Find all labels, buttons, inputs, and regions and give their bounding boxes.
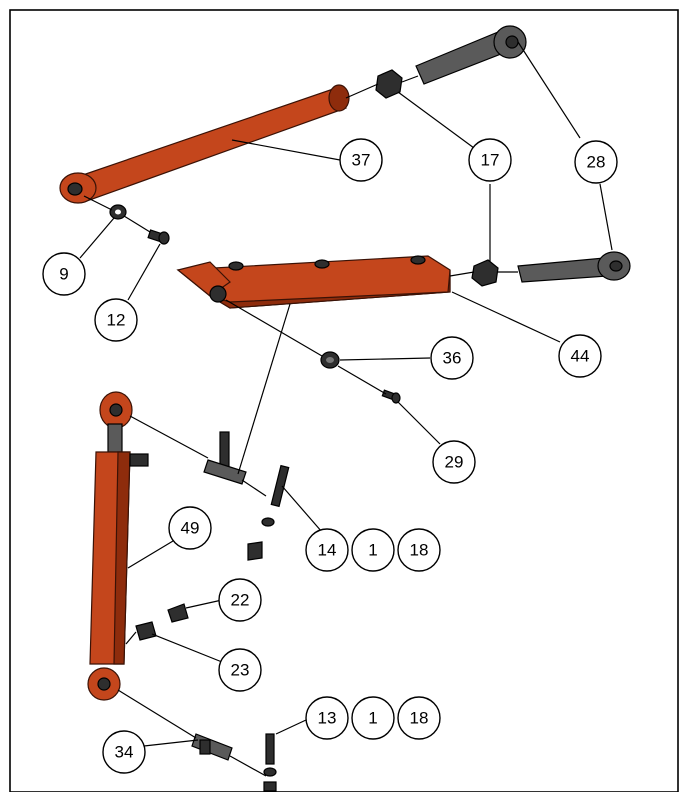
svg-text:36: 36	[443, 349, 462, 368]
callout-18-lower: 18	[397, 696, 441, 740]
svg-text:28: 28	[587, 153, 606, 172]
svg-text:1: 1	[368, 541, 377, 560]
callout-34: 34	[102, 730, 146, 774]
callout-1-lower: 1	[351, 696, 395, 740]
callout-49: 49	[168, 506, 212, 550]
svg-text:23: 23	[231, 661, 250, 680]
svg-text:34: 34	[115, 743, 134, 762]
callout-29: 29	[432, 440, 476, 484]
part-9-washer	[109, 204, 127, 220]
part-13-bolt	[263, 733, 277, 792]
part-12-bolt	[147, 229, 170, 245]
svg-text:29: 29	[445, 453, 464, 472]
part-37-top-link-tube	[59, 84, 350, 204]
part-36-washer	[320, 351, 340, 369]
part-34-clevis-pin	[191, 733, 233, 761]
callout-23: 23	[218, 648, 262, 692]
callout-37: 37	[339, 138, 383, 182]
svg-text:44: 44	[571, 347, 590, 366]
part-44-square-tube	[176, 255, 451, 309]
svg-text:12: 12	[107, 311, 126, 330]
callout-36: 36	[430, 336, 474, 380]
callout-13: 13	[305, 696, 349, 740]
svg-text:17: 17	[481, 151, 500, 170]
svg-text:9: 9	[59, 265, 68, 284]
callout-14: 14	[305, 528, 349, 572]
svg-text:37: 37	[352, 151, 371, 170]
callout-18-upper: 18	[397, 528, 441, 572]
svg-text:1: 1	[368, 709, 377, 728]
callout-44: 44	[558, 334, 602, 378]
part-29-bolt	[381, 389, 401, 404]
callout-17: 17	[468, 138, 512, 182]
part-17-nut-lower	[471, 259, 499, 287]
part-23-fitting	[135, 621, 157, 641]
svg-text:14: 14	[318, 541, 337, 560]
svg-text:13: 13	[318, 709, 337, 728]
leader-lines	[79, 41, 613, 777]
callout-22: 22	[218, 578, 262, 622]
part-17-nut-upper	[375, 69, 403, 99]
callout-12: 12	[94, 298, 138, 342]
svg-text:18: 18	[410, 541, 429, 560]
part-28-rod-end-upper	[415, 25, 527, 85]
svg-text:18: 18	[410, 709, 429, 728]
part-clevis-pin	[203, 431, 247, 485]
svg-text:49: 49	[181, 519, 200, 538]
part-14-bolt	[247, 464, 290, 561]
part-22-fitting	[167, 603, 189, 623]
diagram-frame	[9, 9, 679, 792]
part-28-rod-end-lower	[517, 251, 631, 283]
svg-text:22: 22	[231, 591, 250, 610]
callout-9: 9	[42, 252, 86, 296]
part-49-hydraulic-cylinder	[87, 391, 149, 701]
callout-28: 28	[574, 140, 618, 184]
callout-1-upper: 1	[351, 528, 395, 572]
